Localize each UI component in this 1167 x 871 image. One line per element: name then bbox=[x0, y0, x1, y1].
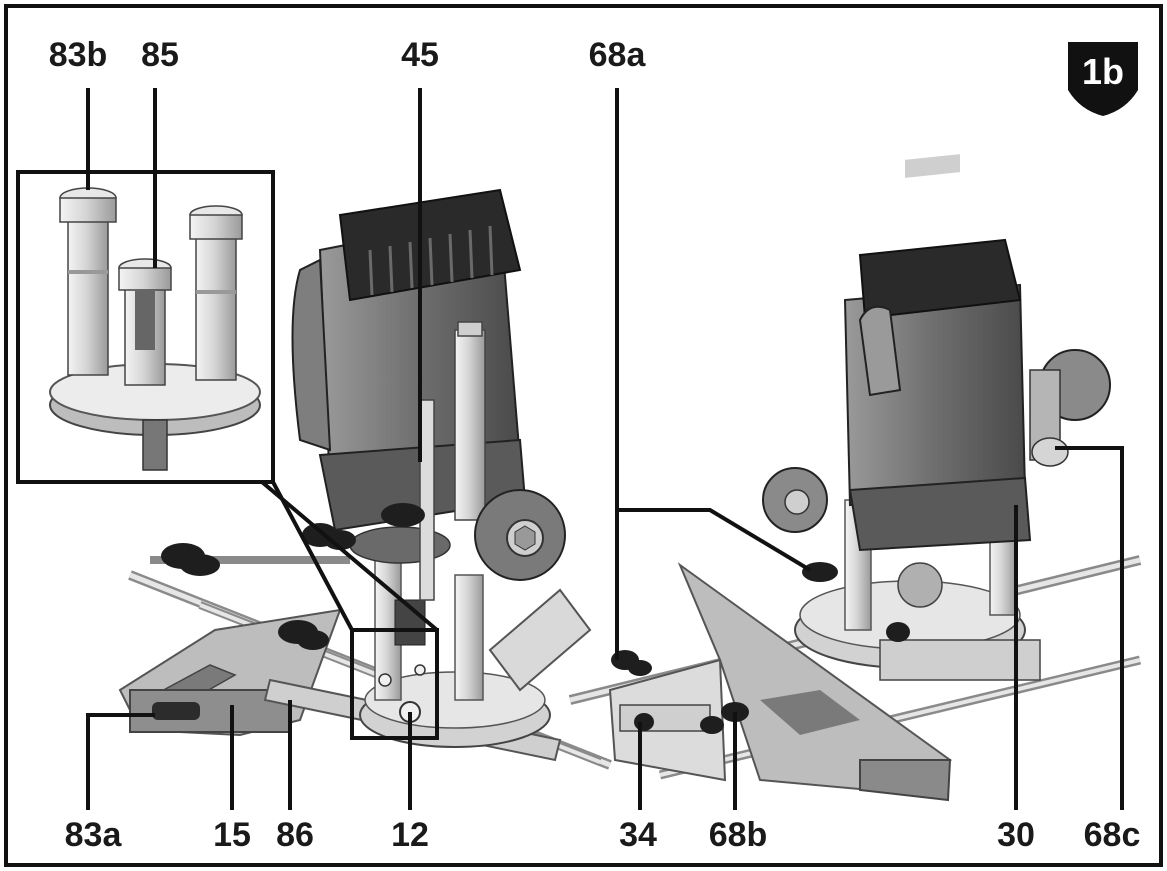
depth-stop-cap bbox=[457, 321, 483, 337]
shield-icon bbox=[1068, 42, 1138, 116]
callout-68b: 68b bbox=[708, 816, 768, 854]
vent-slots bbox=[368, 225, 494, 296]
slot-83a bbox=[152, 702, 200, 720]
router-lower-body bbox=[848, 476, 1032, 552]
callout-12: 12 bbox=[391, 816, 429, 854]
handle bbox=[858, 305, 902, 397]
bar-34 bbox=[619, 704, 711, 732]
motor-cap-label bbox=[905, 154, 960, 178]
callout-68a: 68a bbox=[588, 36, 646, 74]
base-slot bbox=[760, 690, 860, 735]
callout-86: 86 bbox=[276, 816, 314, 854]
extraction-port bbox=[488, 588, 592, 692]
callout-85: 85 bbox=[141, 36, 179, 74]
right-router bbox=[568, 154, 1142, 802]
rail bbox=[659, 658, 1141, 777]
depth-stop-column bbox=[454, 329, 486, 521]
pin-right bbox=[195, 234, 237, 381]
motor-top bbox=[858, 238, 1022, 320]
base-plate bbox=[677, 562, 953, 792]
callout-83a: 83a bbox=[64, 816, 122, 854]
leader-83a bbox=[86, 713, 155, 810]
leader-68a bbox=[615, 88, 812, 572]
callout-83b: 83b bbox=[48, 36, 108, 74]
detail-highlight-box bbox=[350, 628, 439, 740]
base-plate-edge bbox=[859, 759, 952, 802]
inset-detail bbox=[16, 170, 439, 632]
depth-stop-rod bbox=[419, 399, 435, 601]
figure-badge: 1b bbox=[1066, 40, 1140, 118]
inset-leader bbox=[260, 480, 439, 632]
leader-68c bbox=[1055, 446, 1124, 810]
callout-68c: 68c bbox=[1083, 816, 1141, 854]
knob-68c bbox=[1031, 437, 1069, 467]
inset-leader bbox=[271, 481, 354, 631]
knob-hex bbox=[514, 525, 536, 551]
figure-number: 1b bbox=[1081, 51, 1124, 92]
handle bbox=[291, 258, 332, 452]
outer-frame bbox=[4, 4, 1163, 867]
callout-30: 30 bbox=[997, 816, 1035, 854]
callout-45: 45 bbox=[401, 36, 439, 74]
callout-34: 34 bbox=[619, 816, 657, 854]
leader-lines bbox=[86, 88, 1124, 810]
callout-15: 15 bbox=[213, 816, 251, 854]
column bbox=[454, 574, 484, 701]
pin-83b bbox=[67, 219, 109, 376]
collet-housing bbox=[349, 526, 451, 564]
base-block bbox=[879, 639, 1041, 681]
pin-stem bbox=[142, 419, 168, 471]
centering-hole bbox=[897, 562, 943, 608]
